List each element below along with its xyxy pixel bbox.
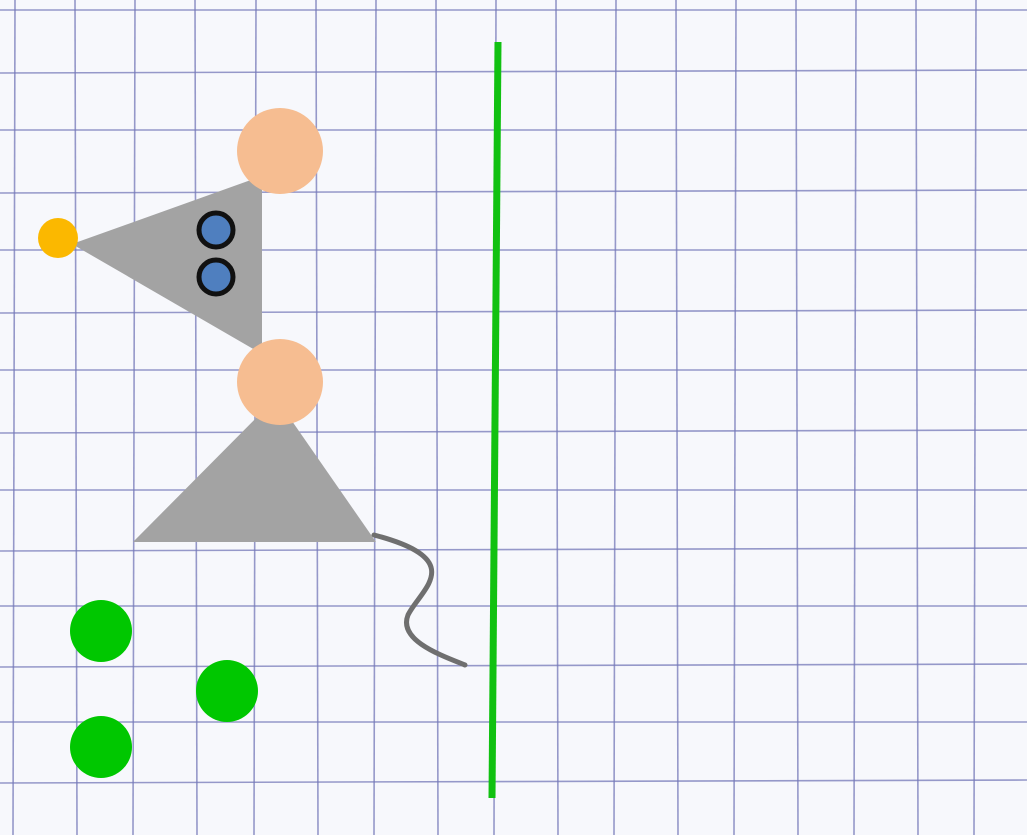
mouse-eye-upper — [199, 213, 233, 247]
green-dot — [70, 716, 132, 778]
green-dot — [70, 600, 132, 662]
mouse-eye-lower — [199, 260, 233, 294]
mouse-ear-bottom — [237, 339, 323, 425]
mouse-nose — [38, 218, 78, 258]
green-dot — [196, 660, 258, 722]
mouse-ear-top — [237, 108, 323, 194]
